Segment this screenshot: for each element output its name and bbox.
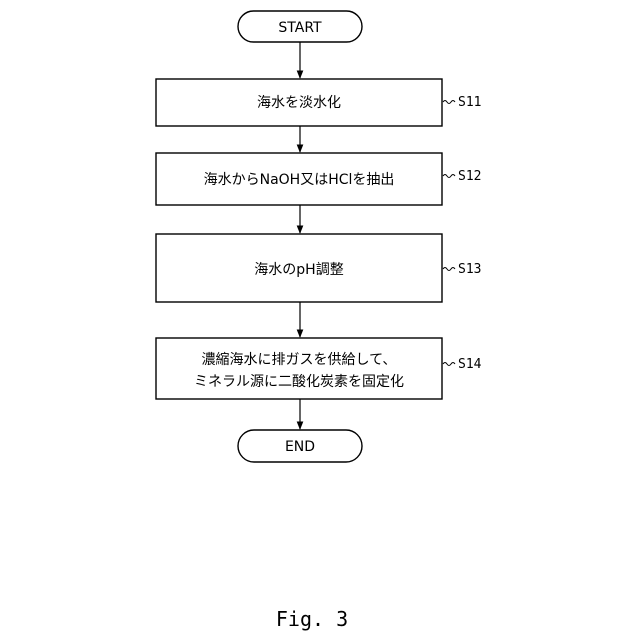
step-s14: 濃縮海水に排ガスを供給して、 ミネラル源に二酸化炭素を固定化 S14 [156,338,482,399]
step-s12-leader [443,175,455,178]
step-s13-label: S13 [458,262,481,277]
step-s13: 海水のpH調整 S13 [156,234,481,302]
start-label: START [278,20,322,36]
end-label: END [285,439,315,455]
step-s12: 海水からNaOH又はHClを抽出 S12 [156,153,481,205]
start-terminal: START [238,11,362,42]
step-s12-text: 海水からNaOH又はHClを抽出 [204,172,395,188]
step-s14-label: S14 [458,357,482,372]
step-s14-leader [443,363,455,366]
step-s11-label: S11 [458,95,481,110]
step-s11: 海水を淡水化 S11 [156,79,481,126]
figure-caption: Fig. 3 [276,607,348,631]
step-s13-leader [443,268,455,271]
end-terminal: END [238,430,362,462]
step-s11-text: 海水を淡水化 [257,95,341,111]
step-s12-label: S12 [458,169,481,184]
step-s11-leader [443,101,455,104]
step-s14-text-line-2: ミネラル源に二酸化炭素を固定化 [194,374,404,390]
step-s14-text-line-1: 濃縮海水に排ガスを供給して、 [202,352,397,368]
step-s13-text: 海水のpH調整 [254,262,343,278]
